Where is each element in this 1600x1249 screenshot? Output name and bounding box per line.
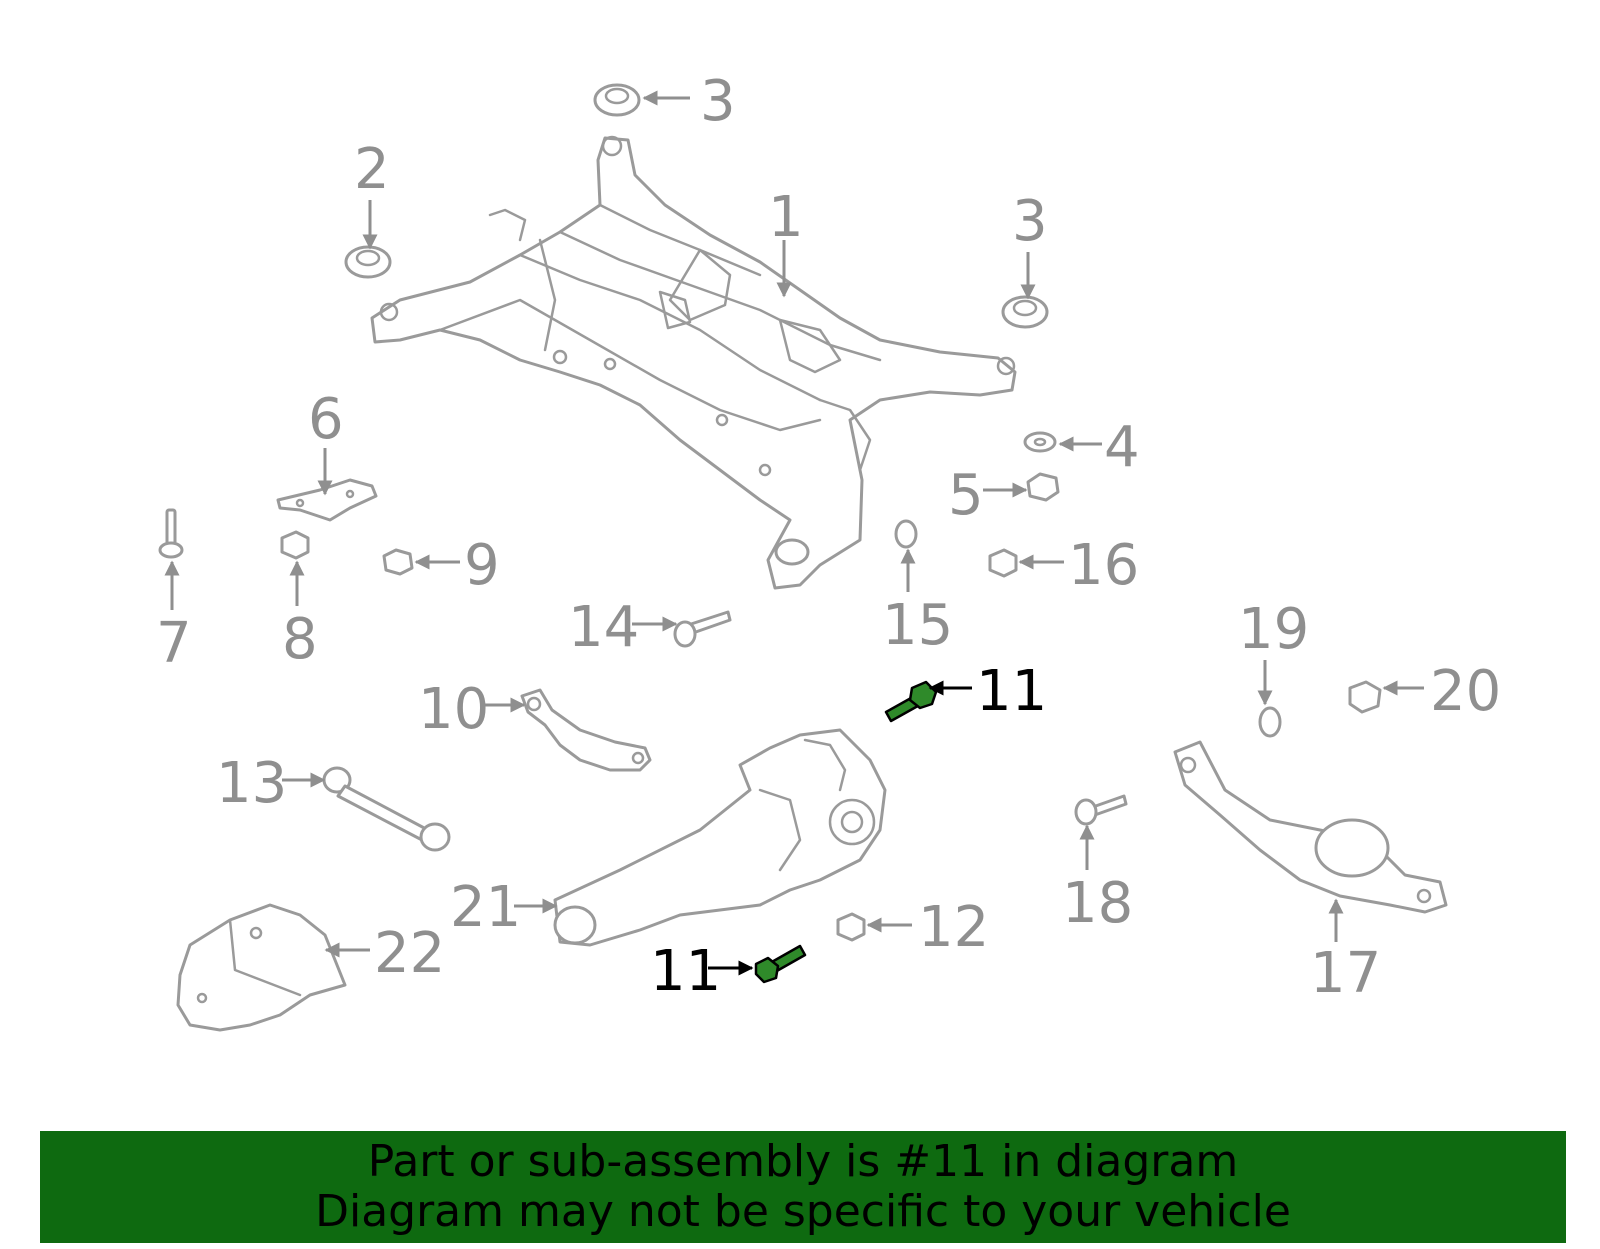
nut-part-9	[382, 548, 414, 576]
nut-part-20	[1348, 680, 1382, 714]
callout-20: 20	[1430, 659, 1501, 724]
callout-6: 6	[308, 387, 344, 452]
callout-16: 16	[1068, 533, 1139, 598]
callout-3-top: 3	[700, 69, 736, 134]
callout-22: 22	[374, 921, 445, 986]
callout-21: 21	[450, 875, 521, 940]
callout-3-right: 3	[1012, 189, 1048, 254]
callout-17: 17	[1310, 941, 1381, 1006]
info-banner: Part or sub-assembly is #11 in diagram D…	[40, 1131, 1566, 1243]
callout-4: 4	[1104, 415, 1140, 480]
nut-part-16	[988, 548, 1018, 578]
subframe-part-1	[370, 135, 1017, 590]
bolt-part-7	[158, 508, 184, 559]
callout-19: 19	[1238, 597, 1309, 662]
callout-labels: 1 2 3 3 4 5 6 7 8 9 10 11 11 12 13 14 15…	[156, 69, 1501, 1006]
bushing-part-3-right	[1001, 295, 1049, 329]
bushing-part-3-top	[593, 83, 641, 117]
washer-part-19	[1258, 706, 1282, 738]
nut-part-5	[1026, 472, 1060, 502]
bolt-part-18	[1074, 794, 1128, 826]
upper-arm-part-10	[520, 688, 652, 772]
bushing-part-2	[344, 245, 392, 279]
bolt-part-11-upper[interactable]	[884, 680, 938, 723]
banner-line-1: Part or sub-assembly is #11 in diagram	[367, 1136, 1239, 1187]
lateral-link-part-13	[322, 766, 451, 852]
lower-arm-part-17	[1173, 740, 1448, 914]
bracket-part-6	[276, 478, 378, 522]
callout-12: 12	[918, 895, 989, 960]
callout-11-lower: 11	[650, 939, 721, 1004]
callout-13: 13	[216, 751, 287, 816]
callout-1: 1	[768, 185, 804, 250]
banner-line-2: Diagram may not be specific to your vehi…	[315, 1186, 1291, 1237]
callout-9: 9	[464, 533, 500, 598]
bolt-part-11-lower[interactable]	[754, 944, 807, 984]
knuckle-trailing-arm-part-21	[553, 728, 887, 947]
callout-10: 10	[418, 677, 489, 742]
callout-8: 8	[282, 607, 318, 672]
washer-part-15	[894, 519, 918, 549]
callout-5: 5	[948, 463, 984, 528]
bolt-part-14	[673, 610, 732, 648]
callout-7: 7	[156, 611, 192, 676]
callout-11-upper: 11	[976, 659, 1047, 724]
nut-part-12	[836, 912, 866, 942]
nut-part-8	[280, 530, 310, 560]
washer-part-4	[1023, 431, 1057, 453]
callout-14: 14	[568, 595, 639, 660]
callout-15: 15	[882, 593, 953, 658]
callout-2: 2	[354, 137, 390, 202]
shield-part-22	[176, 903, 347, 1032]
leader-arrows	[164, 90, 1424, 976]
callout-18: 18	[1062, 871, 1133, 936]
